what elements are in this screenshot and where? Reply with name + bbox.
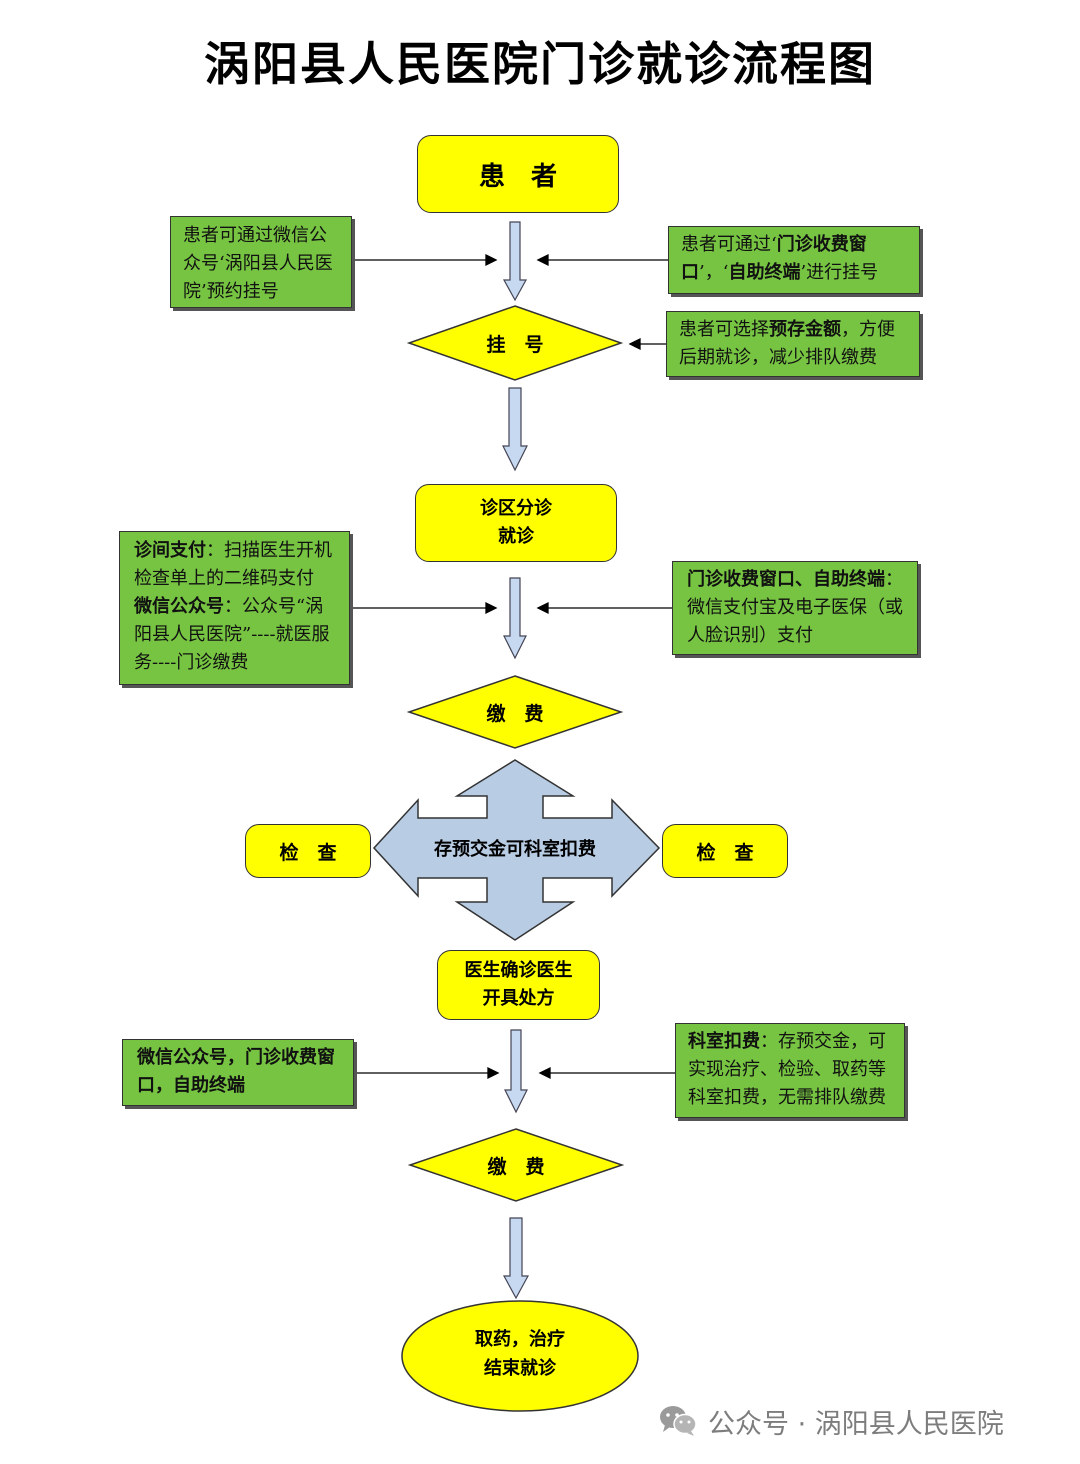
- note-segment: ’，‘: [699, 262, 729, 283]
- end-text: 取药，治疗 结束就诊: [475, 1329, 565, 1379]
- flow-arrow-3: [503, 577, 527, 660]
- wechat-icon: [660, 1406, 697, 1436]
- page-title: 涡阳县人民医院门诊就诊流程图: [204, 37, 876, 91]
- diagnose-label: 医生确诊医生 开具处方: [464, 960, 573, 1009]
- diagnose-node: 医生确诊医生 开具处方: [437, 950, 600, 1020]
- flow-arrow-5: [502, 1217, 530, 1300]
- note-wechat-booking: 患者可通过微信公众号‘涡阳县人民医院’预约挂号: [170, 216, 352, 308]
- triage-label: 诊区分诊 就诊: [480, 498, 552, 547]
- note-segment: ：微信支付宝及电子医保（或人脸识别）支付: [687, 569, 903, 646]
- note-segment: 患者可通过‘: [681, 234, 777, 255]
- patient-node: 患 者: [417, 135, 619, 213]
- note-segment: ：存预交金，可实现治疗、检验、取药等科室扣费，无需排队缴费: [688, 1031, 886, 1108]
- note-segment: 微信公众号，门诊收费窗口，自助终端: [137, 1047, 335, 1096]
- pay1-label: 缴 费: [486, 702, 544, 725]
- watermark: 公众号 · 涡阳县人民医院: [658, 1402, 1004, 1440]
- end-label: 取药，治疗 结束就诊: [440, 1322, 600, 1386]
- note-segment: 科室扣费: [688, 1031, 760, 1052]
- pay2-label: 缴 费: [487, 1155, 545, 1178]
- end-ellipse: [401, 1300, 639, 1412]
- note-segment: 门诊收费窗口: [681, 234, 867, 283]
- note-segment: 预存金额: [769, 319, 841, 340]
- note-segment: 诊间支付: [134, 540, 206, 561]
- note-segment: 门诊收费窗口、自助终端: [687, 569, 885, 590]
- watermark-text: 公众号 · 涡阳县人民医院: [708, 1408, 1004, 1440]
- exam-left-label: 检 查: [279, 841, 337, 864]
- note-segment: ’进行挂号: [800, 262, 879, 283]
- note-window-pay: 门诊收费窗口、自助终端：微信支付宝及电子医保（或人脸识别）支付: [672, 561, 918, 655]
- flow-arrow-2: [502, 387, 528, 472]
- pay1-diamond: [406, 675, 624, 749]
- note-segment: 自助终端: [728, 262, 801, 283]
- note-segment: 患者可选择: [679, 319, 769, 340]
- flow-arrow-4: [504, 1029, 528, 1114]
- note-wechat-window: 微信公众号，门诊收费窗口，自助终端: [122, 1039, 354, 1106]
- register-label: 挂 号: [486, 333, 544, 356]
- note-segment: ：公众号“涡阳县人民医院”----就医服务----门诊缴费: [134, 596, 330, 673]
- note-segment: 微信公众号: [134, 596, 224, 617]
- prepaid-hub-arrow: [372, 759, 661, 941]
- exam-right-label: 检 查: [696, 841, 754, 864]
- register-diamond: [406, 305, 624, 381]
- exam-right-node: 检 查: [662, 824, 788, 878]
- prepaid-hub-label: 存预交金可科室扣费: [434, 839, 596, 860]
- flow-arrow-1: [502, 221, 528, 302]
- note-prestore: 患者可选择预存金额，方便后期就诊，减少排队缴费: [666, 311, 920, 377]
- note-segment: ：扫描医生开机检查单上的二维码支付: [134, 540, 332, 589]
- note-dept-deduct: 科室扣费：存预交金，可实现治疗、检验、取药等科室扣费，无需排队缴费: [675, 1023, 905, 1118]
- note-segment: ，方便后期就诊，减少排队缴费: [679, 319, 895, 368]
- triage-node: 诊区分诊 就诊: [415, 484, 617, 562]
- exam-left-node: 检 查: [245, 824, 371, 878]
- note-window-register: 患者可通过‘门诊收费窗口’，‘自助终端’进行挂号: [668, 226, 920, 294]
- pay2-diamond: [407, 1128, 625, 1202]
- patient-label: 患 者: [478, 161, 557, 192]
- note-clinic-pay: 诊间支付：扫描医生开机检查单上的二维码支付微信公众号：公众号“涡阳县人民医院”-…: [119, 531, 350, 685]
